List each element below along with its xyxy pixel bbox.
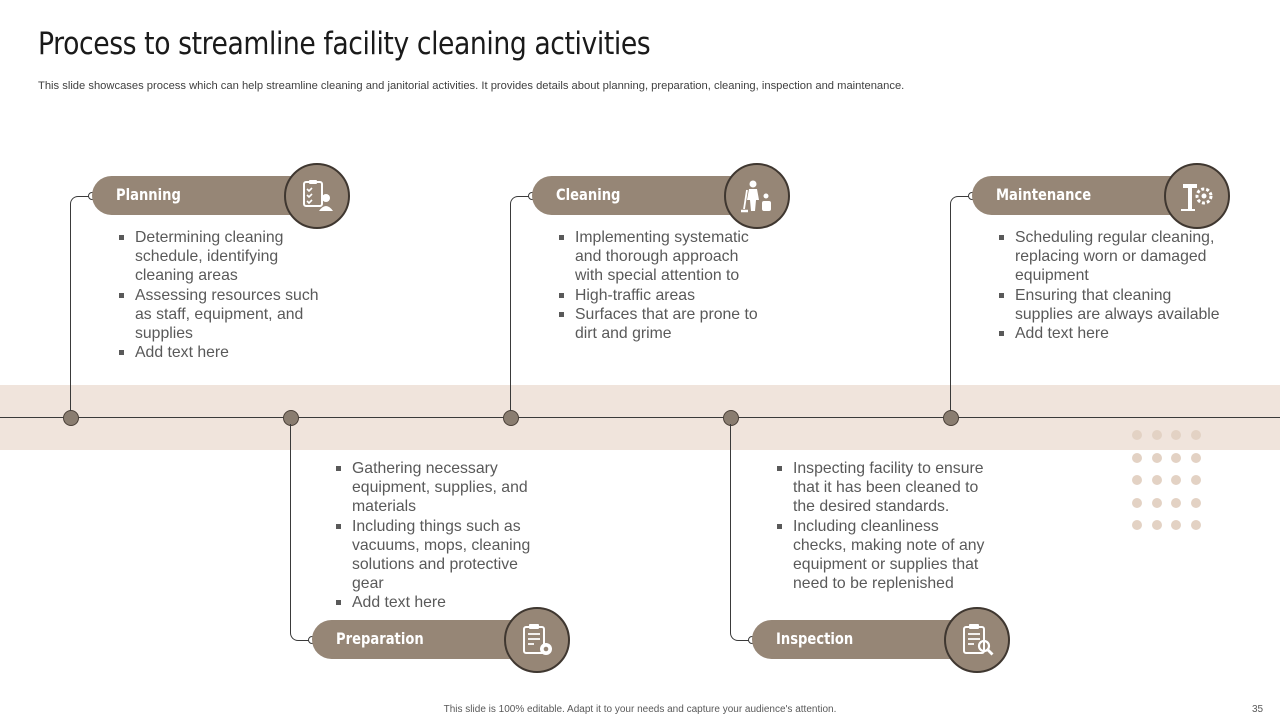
step-label-maintenance: Maintenance [996,185,1092,204]
list-item: Add text here [117,343,327,362]
step-icon-preparation [504,607,570,673]
list-item: Inspecting facility to ensure that it ha… [775,459,990,517]
decor-dot [1171,520,1181,530]
list-item: Including cleanliness checks, making not… [775,517,990,594]
step-label-inspection: Inspection [776,629,854,648]
decor-dot [1132,430,1142,440]
decor-dot [1190,497,1201,508]
step-icon-cleaning [724,163,790,229]
timeline-line [0,417,1280,418]
step-label-cleaning: Cleaning [556,185,621,204]
decorative-dot-grid [1132,430,1212,530]
decor-dot [1171,452,1181,463]
slide-footer: This slide is 100% editable. Adapt it to… [443,704,837,715]
list-item: Including things such as vacuums, mops, … [334,517,540,594]
page-number: 35 [1252,704,1264,715]
step-bullets-preparation: Gathering necessary equipment, supplies,… [334,459,540,613]
decor-dot [1151,475,1162,485]
clipboard-search-icon [963,624,994,656]
list-item: Gathering necessary equipment, supplies,… [334,459,540,517]
decor-dot [1132,452,1142,463]
decor-dot [1151,452,1162,463]
list-item: High-traffic areas [557,286,769,305]
step-bullets-planning: Determining cleaning schedule, identifyi… [117,228,327,362]
timeline-node-cleaning [503,410,519,426]
decor-dot [1190,452,1201,463]
decor-dot [1151,520,1162,530]
list-item: Assessing resources such as staff, equip… [117,286,327,344]
step-icon-planning [284,163,350,229]
connector-cleaning [510,196,533,411]
decor-dot [1171,497,1181,508]
decor-dot [1190,475,1201,485]
checklist-user-icon [303,180,333,211]
decor-dot [1190,430,1201,440]
step-bullets-inspection: Inspecting facility to ensure that it ha… [775,459,990,593]
decor-dot [1171,475,1181,485]
list-item: Ensuring that cleaning supplies are alwa… [997,286,1222,324]
step-bullets-maintenance: Scheduling regular cleaning, replacing w… [997,228,1222,343]
timeline-node-maintenance [943,410,959,426]
decor-dot [1171,430,1181,440]
decor-dot [1132,520,1142,530]
list-item: Add text here [997,324,1222,343]
list-item: Add text here [334,593,540,612]
slide-title: Process to streamline facility cleaning … [38,26,651,62]
step-label-planning: Planning [116,185,181,204]
tools-gear-icon [1181,184,1213,211]
decor-dot [1132,475,1142,485]
connector-preparation [290,424,313,641]
list-item: Surfaces that are prone to dirt and grim… [557,305,769,343]
decor-dot [1132,497,1142,508]
decor-dot [1151,497,1162,508]
connector-planning [70,196,93,411]
decor-dot [1190,520,1201,530]
decor-dot [1151,430,1162,440]
connector-maintenance [950,196,973,411]
connector-inspection [730,424,753,641]
step-icon-inspection [944,607,1010,673]
slide-subtitle: This slide showcases process which can h… [38,80,905,92]
step-icon-maintenance [1164,163,1230,229]
timeline-node-planning [63,410,79,426]
list-item: Determining cleaning schedule, identifyi… [117,228,327,286]
janitor-icon [741,180,771,213]
step-label-preparation: Preparation [336,629,424,648]
clipboard-gear-icon [523,624,552,655]
list-item: Scheduling regular cleaning, replacing w… [997,228,1222,286]
step-bullets-cleaning: Implementing systematic and thorough app… [557,228,769,343]
list-item: Implementing systematic and thorough app… [557,228,769,286]
